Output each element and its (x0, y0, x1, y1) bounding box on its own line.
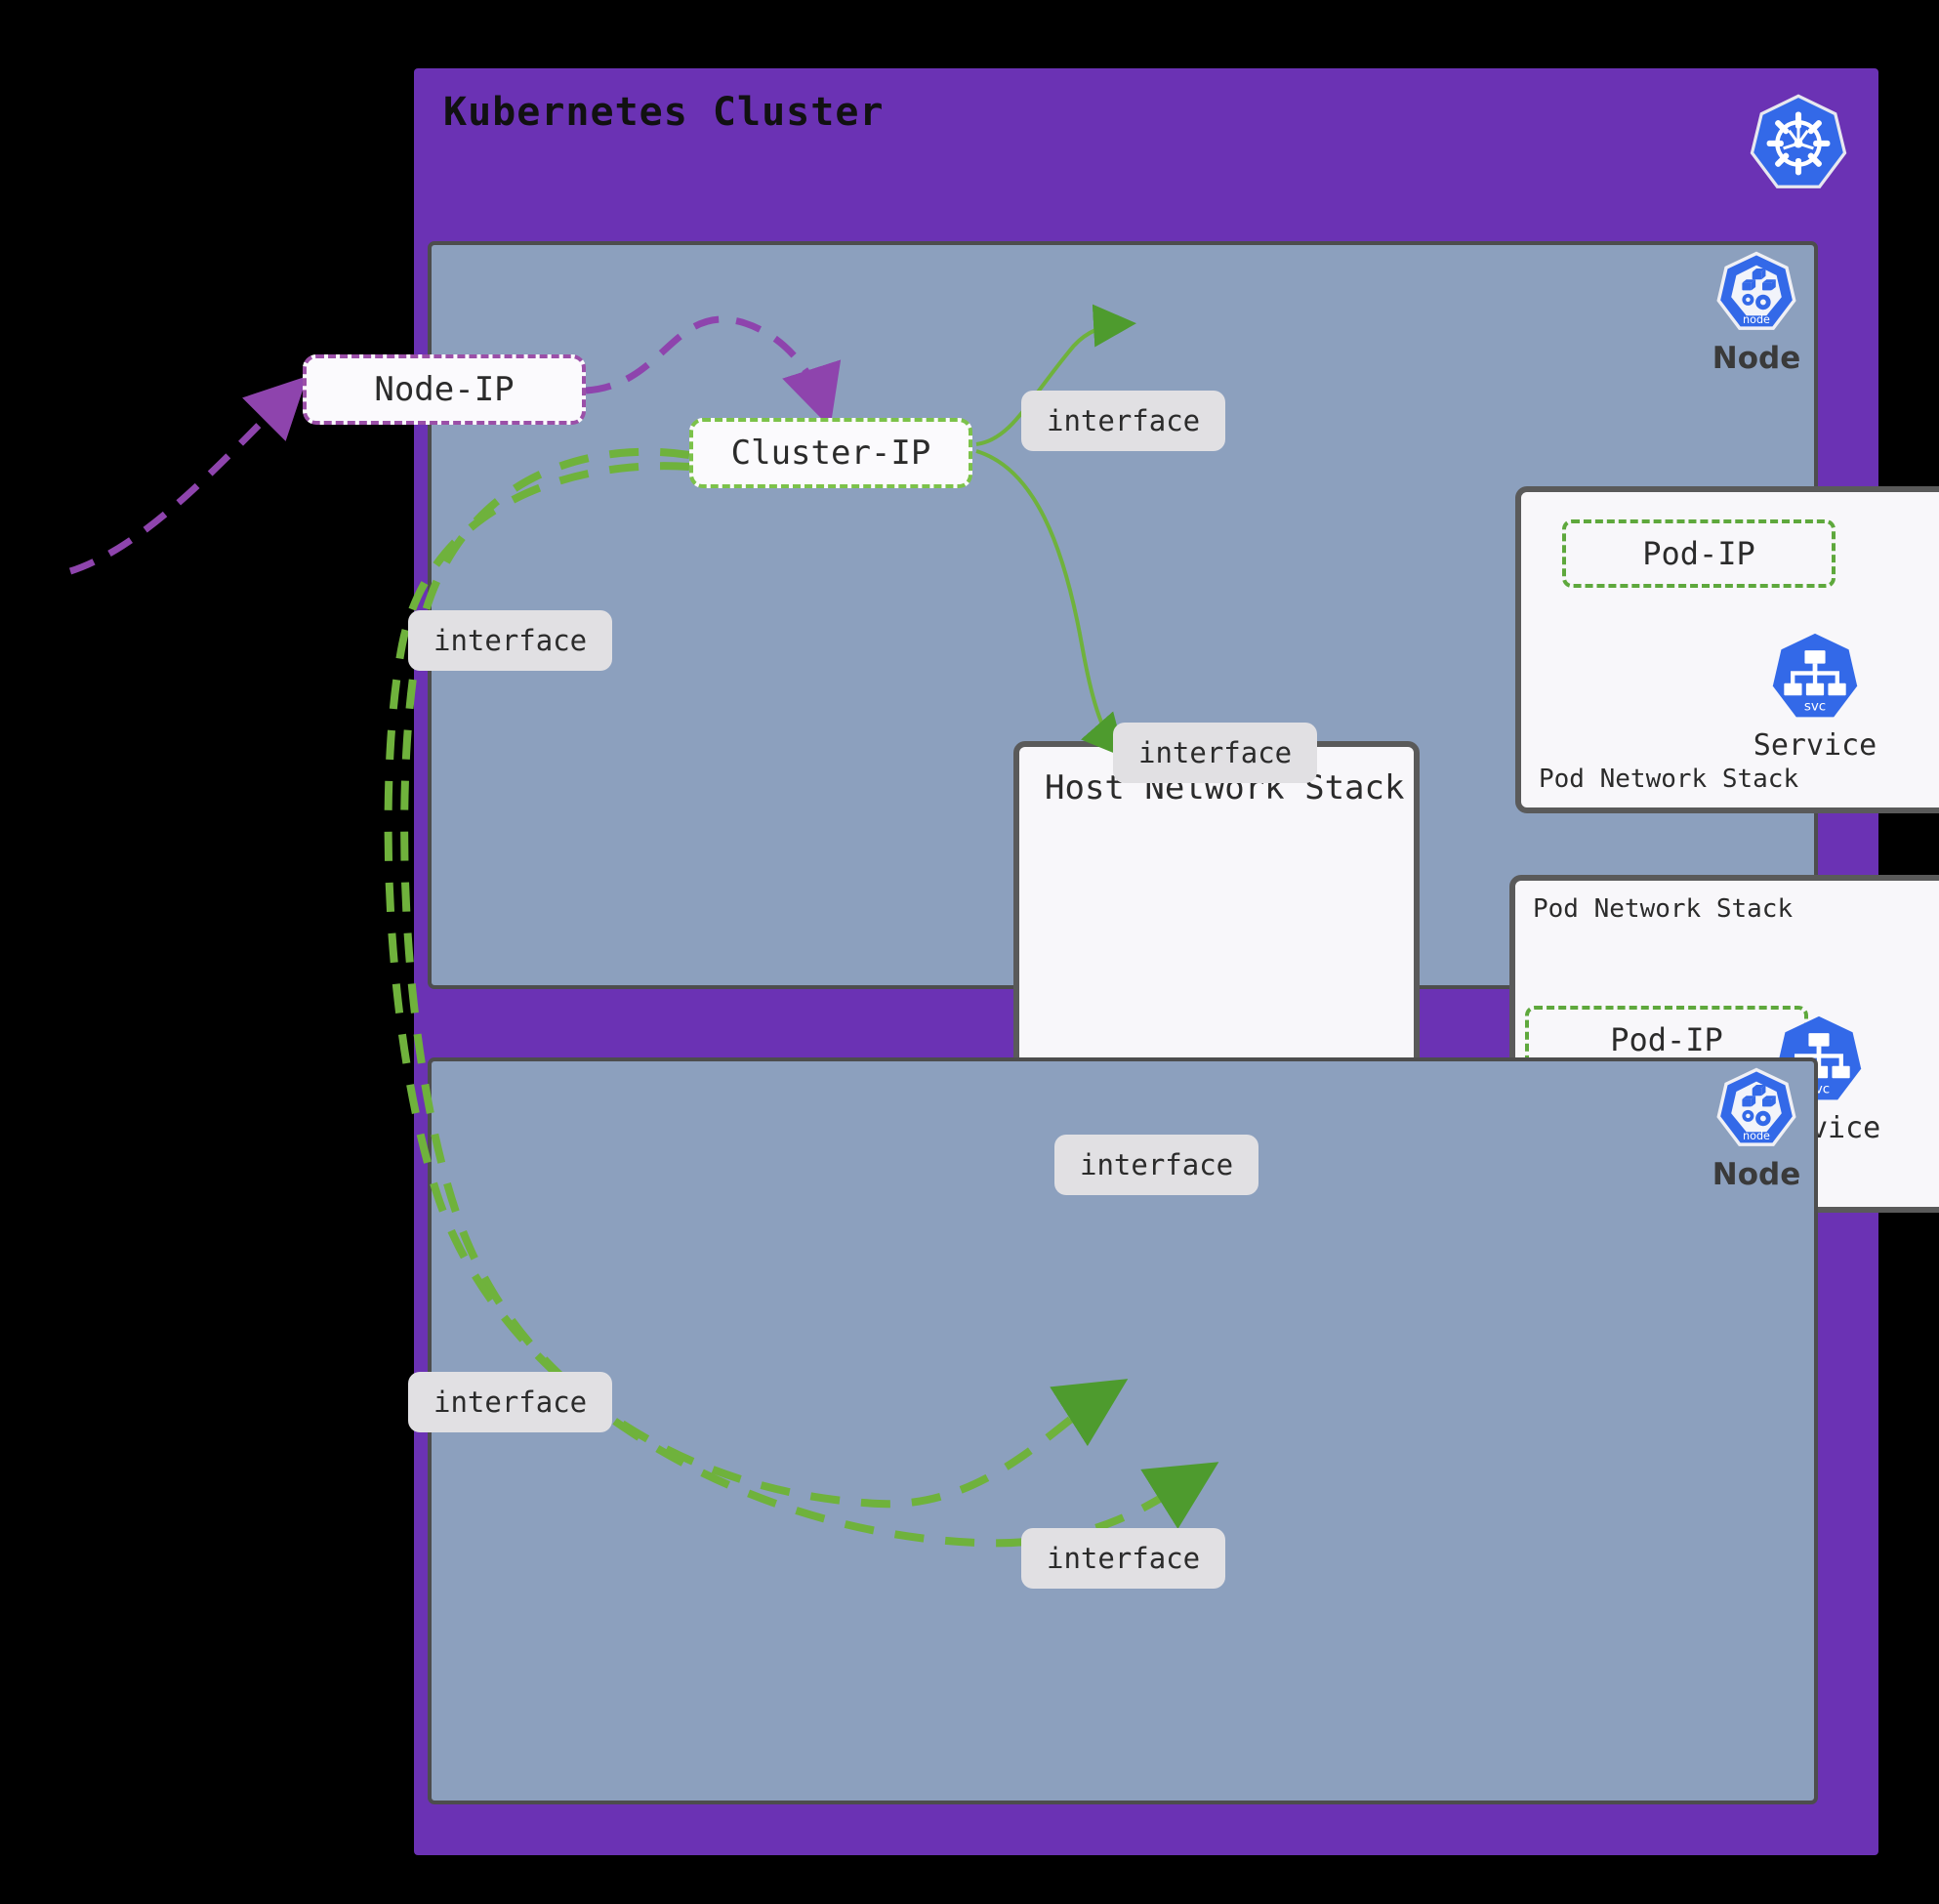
pod-network-stack-1: Pod Network Stack Pod-IP pod (1515, 486, 1939, 813)
svc-icon-text: svc (1804, 700, 1826, 715)
k8s-node-icon: node (1716, 251, 1796, 330)
node-icon-text: node (1743, 313, 1770, 326)
interface-chip-host-bottom: interface (408, 1372, 613, 1432)
node-ip-box[interactable]: Node-IP (303, 354, 586, 425)
node-panel-top: node Node Host Network Stack Pod Network… (428, 241, 1939, 1213)
cluster-ip-box[interactable]: Cluster-IP (689, 418, 972, 488)
interface-chip-pod-1: interface (1021, 391, 1226, 451)
page-title: Kubernetes Cluster (443, 90, 885, 135)
kubernetes-helm-icon (1750, 94, 1847, 188)
host-network-stack-top: Host Network Stack (1013, 741, 1420, 1083)
service-badge-1: svc Service (1742, 631, 1888, 763)
pod-network-stack-label: Pod Network Stack (1533, 894, 1794, 924)
interface-chip-host-top: interface (408, 610, 613, 671)
edge-external-to-node-ip (68, 376, 308, 575)
node-icon-text: node (1743, 1130, 1770, 1142)
pod-ip-box-1: Pod-IP (1562, 519, 1836, 588)
interface-chip-pod-2: interface (1113, 723, 1318, 783)
service-label: Service (1753, 728, 1877, 763)
node-badge-top: node Node (1703, 251, 1810, 376)
k8s-node-icon: node (1716, 1067, 1796, 1146)
node-label: Node (1712, 1157, 1801, 1192)
k8s-svc-icon: svc (1772, 633, 1858, 718)
node-label: Node (1712, 341, 1801, 376)
pod-network-stack-label: Pod Network Stack (1539, 765, 1799, 794)
interface-chip-pod-4: interface (1021, 1528, 1226, 1589)
node-badge-bottom: node Node (1703, 1067, 1810, 1192)
interface-chip-pod-3: interface (1054, 1135, 1259, 1195)
